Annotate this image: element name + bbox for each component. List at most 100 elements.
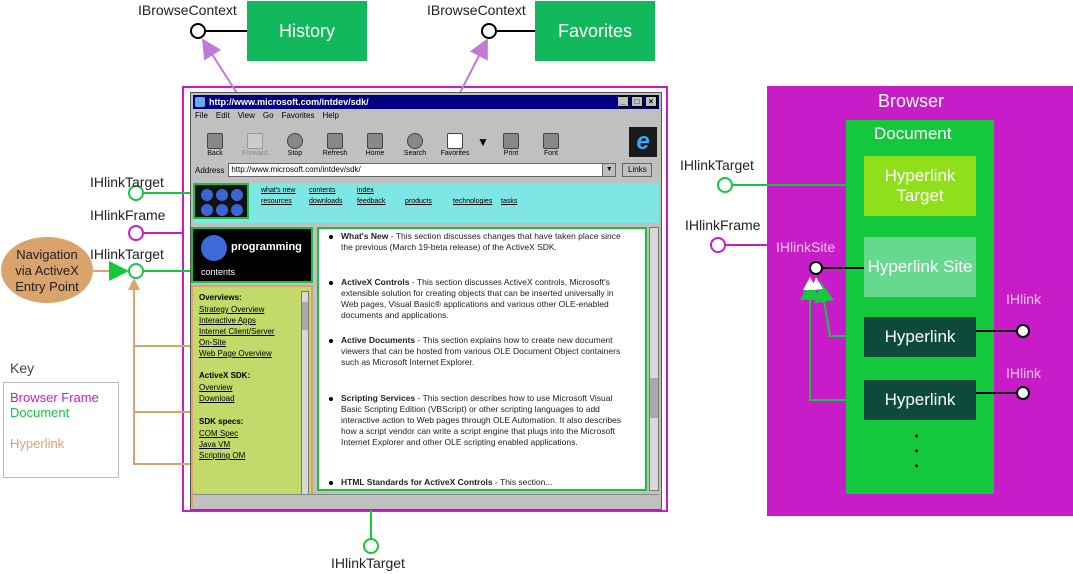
content-text: - This section describes how to use Micr…: [341, 393, 622, 447]
menu-favorites[interactable]: Favorites: [281, 111, 315, 120]
home-icon: [367, 133, 383, 149]
arrowhead-site-b: [803, 277, 817, 290]
ie-small-icon: [195, 97, 205, 107]
ihlinksite-port: [809, 261, 823, 275]
status-bar: [193, 494, 659, 507]
search-button[interactable]: Search: [395, 127, 435, 157]
toc-overviews-heading: Overviews:: [199, 293, 242, 302]
nav-link[interactable]: resources: [261, 198, 292, 205]
bullet: [329, 339, 333, 343]
toc-link[interactable]: Java VM: [199, 440, 231, 449]
toc-activex-heading: ActiveX SDK:: [199, 371, 251, 380]
toc-link[interactable]: Web Page Overview: [199, 349, 272, 358]
toc-link[interactable]: On-Site: [199, 338, 227, 347]
hyperlink-arrowhead: [128, 278, 140, 290]
toc-scroll-thumb[interactable]: [302, 302, 308, 330]
print-button[interactable]: Print: [491, 127, 531, 157]
ellipsis-dots: • • •: [910, 434, 922, 472]
hyperlink-connector-3: [133, 412, 197, 465]
bottom-ihlinktarget-port: [363, 538, 379, 554]
nav-link[interactable]: technologies: [453, 198, 493, 205]
stop-button[interactable]: Stop: [275, 127, 315, 157]
toolbar-dropdown-icon[interactable]: ▼: [477, 135, 489, 149]
close-button[interactable]: ×: [645, 96, 657, 107]
nav-link[interactable]: index: [357, 187, 374, 194]
links-button[interactable]: Links: [622, 163, 653, 177]
menu-edit[interactable]: Edit: [215, 111, 230, 120]
content-scroll-thumb[interactable]: [650, 378, 658, 418]
menu-view[interactable]: View: [237, 111, 255, 120]
ihlinkframe-port: [128, 225, 144, 241]
content-item: Scripting Services - This section descri…: [341, 393, 631, 448]
toc-scrollbar[interactable]: [301, 291, 309, 501]
print-icon: [503, 133, 519, 149]
content-title[interactable]: HTML Standards for ActiveX Controls: [341, 477, 493, 487]
content-title[interactable]: What's New: [341, 231, 389, 241]
minimize-button[interactable]: _: [617, 96, 629, 107]
nav-link[interactable]: contents: [309, 187, 336, 194]
toc-link[interactable]: Strategy Overview: [199, 305, 265, 314]
hyperlink-site-box: Hyperlink Site: [864, 237, 976, 297]
bullet: [329, 481, 333, 485]
toc-link[interactable]: Download: [199, 394, 235, 403]
back-label: Back: [207, 150, 223, 157]
nav-links: what's new contents index resources down…: [261, 187, 549, 205]
back-arrow-icon: [207, 133, 223, 149]
menu-bar: File Edit View Go Favorites Help: [195, 111, 339, 124]
arrow-hyperlink1-to-site: [814, 282, 864, 337]
ihlinksite-label: IHlinkSite: [776, 239, 836, 255]
back-button[interactable]: Back: [195, 127, 235, 157]
address-dropdown-icon[interactable]: ▼: [602, 164, 616, 176]
content-scrollbar[interactable]: [649, 227, 659, 491]
content-item: HTML Standards for ActiveX Controls - Th…: [341, 477, 631, 488]
globe-icon: [216, 189, 228, 201]
toc-link[interactable]: Interactive Apps: [199, 316, 256, 325]
navigation-line-3: Entry Point: [15, 279, 79, 294]
favorites-button[interactable]: Favorites: [435, 127, 475, 157]
maximize-button[interactable]: □: [631, 96, 643, 107]
search-label: Search: [403, 150, 427, 157]
nav-ihlinktarget-label: IHlinkTarget: [90, 174, 164, 190]
toc-link[interactable]: COM Spec: [199, 429, 239, 438]
toc-frame: Overviews: Strategy Overview Interactive…: [191, 285, 313, 507]
toc-link[interactable]: Scripting OM: [199, 451, 246, 460]
menu-go[interactable]: Go: [262, 111, 274, 120]
browser-window: http://www.microsoft.com/intdev/sdk/ _ □…: [190, 92, 662, 510]
font-button[interactable]: Font: [531, 127, 571, 157]
nav-link[interactable]: what's new: [261, 187, 296, 194]
address-label: Address: [195, 165, 225, 175]
menu-help[interactable]: Help: [322, 111, 339, 120]
toolbar: Back Forward Stop Refresh Home Search Fa…: [195, 127, 625, 157]
nav-link[interactable]: feedback: [357, 198, 386, 205]
globe-icon: [201, 204, 213, 216]
content-text: - This section explains how to create ne…: [341, 335, 621, 367]
hyperlink-connector-2: [133, 346, 197, 413]
content-text: - This section discusses changes that ha…: [341, 231, 621, 252]
address-input[interactable]: http://www.microsoft.com/intdev/sdk/ ▼: [228, 163, 617, 177]
bottom-ihlinktarget-label: IHlinkTarget: [331, 555, 405, 571]
content-text: - This section...: [492, 477, 553, 487]
navigation-line-1: Navigation: [16, 247, 78, 262]
address-row: Address http://www.microsoft.com/intdev/…: [195, 161, 657, 179]
nav-globes-logo[interactable]: [193, 183, 249, 219]
refresh-icon: [327, 133, 343, 149]
home-button[interactable]: Home: [355, 127, 395, 157]
nav-link[interactable]: products: [405, 198, 432, 205]
refresh-button[interactable]: Refresh: [315, 127, 355, 157]
toc-link[interactable]: Internet Client/Server: [199, 327, 275, 336]
navigation-oval: [1, 237, 93, 303]
stop-icon: [287, 133, 303, 149]
content-item: Active Documents - This section explains…: [341, 335, 631, 368]
ihlinkframe-label: IHlinkFrame: [90, 207, 166, 223]
forward-button[interactable]: Forward: [235, 127, 275, 157]
nav-link[interactable]: downloads: [309, 198, 343, 205]
hyperlink-connector-1: [133, 282, 197, 347]
content-title[interactable]: Active Documents: [341, 335, 416, 345]
content-title[interactable]: Scripting Services: [341, 393, 416, 403]
nav-link[interactable]: tasks: [501, 198, 518, 205]
menu-file[interactable]: File: [195, 111, 208, 120]
toc-ihlinktarget-label: IHlinkTarget: [90, 246, 164, 262]
toc-link[interactable]: Overview: [199, 383, 233, 392]
refresh-label: Refresh: [322, 150, 348, 157]
content-title[interactable]: ActiveX Controls: [341, 277, 410, 287]
